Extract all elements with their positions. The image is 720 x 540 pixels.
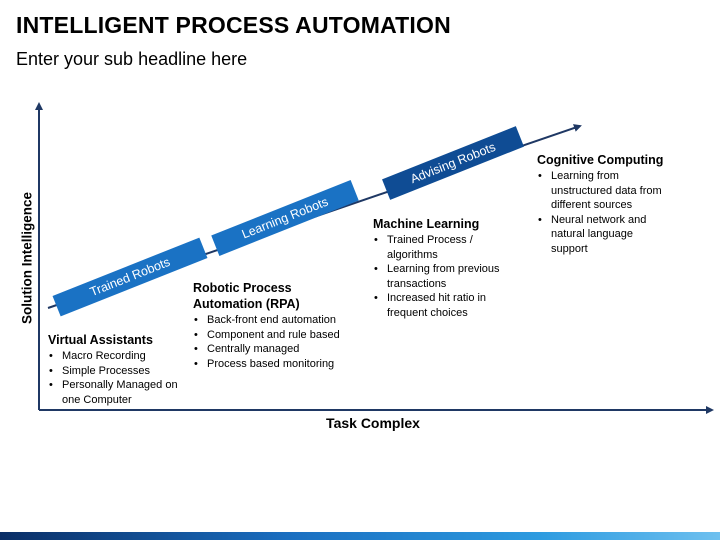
list-item: Trained Process / algorithms (373, 233, 508, 262)
page-title: INTELLIGENT PROCESS AUTOMATION (16, 12, 451, 38)
list-item: Component and rule based (193, 328, 358, 343)
bullet-list: Trained Process / algorithms Learning fr… (373, 233, 508, 320)
bullet-list: Back-front end automation Component and … (193, 313, 358, 371)
block-heading: Virtual Assistants (48, 333, 153, 347)
list-item: Process based monitoring (193, 357, 358, 372)
list-item: Increased hit ratio in frequent choices (373, 291, 508, 320)
x-axis-label: Task Complex (326, 415, 420, 431)
block-heading: Machine Learning (373, 217, 480, 231)
block-virtual-assistants: Virtual Assistants Macro Recording Simpl… (48, 332, 188, 407)
list-item: Centrally managed (193, 342, 358, 357)
page-subtitle: Enter your sub headline here (16, 49, 248, 69)
list-item: Personally Managed on one Computer (48, 378, 188, 407)
list-item: Back-front end automation (193, 313, 358, 328)
block-rpa: Robotic Process Automation (RPA) Back-fr… (193, 280, 358, 371)
list-item: Learning from unstructured data from dif… (537, 169, 667, 213)
list-item: Macro Recording (48, 349, 188, 364)
footer-gradient-bar (0, 532, 720, 540)
y-axis-label: Solution Intelligence (19, 191, 35, 325)
block-heading: Cognitive Computing (537, 153, 664, 167)
block-machine-learning: Machine Learning Trained Process / algor… (373, 216, 508, 320)
list-item: Neural network and natural language supp… (537, 213, 667, 257)
bullet-list: Learning from unstructured data from dif… (537, 169, 667, 256)
list-item: Simple Processes (48, 364, 188, 379)
block-heading: Robotic Process Automation (RPA) (193, 281, 300, 311)
block-cognitive-computing: Cognitive Computing Learning from unstru… (537, 152, 667, 256)
bullet-list: Macro Recording Simple Processes Persona… (48, 349, 188, 407)
list-item: Learning from previous transactions (373, 262, 508, 291)
